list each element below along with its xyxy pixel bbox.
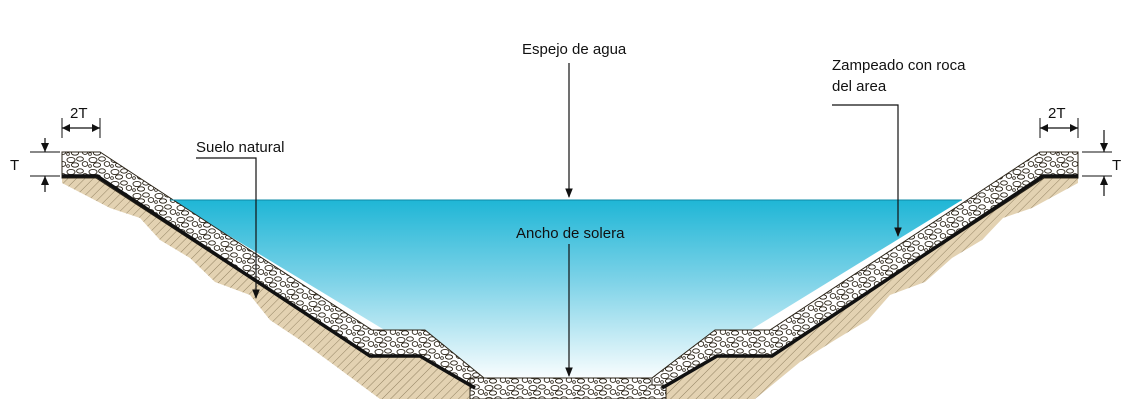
dim-t-left-group: [30, 138, 60, 192]
dim-2t-right-group: [1039, 118, 1079, 138]
label-dim-t-left: T: [10, 157, 19, 174]
rock-lining-bottom: [469, 377, 667, 399]
water-body: [170, 200, 962, 383]
label-ancho: Ancho de solera: [516, 225, 625, 242]
label-dim-t-right: T: [1112, 157, 1121, 174]
label-suelo: Suelo natural: [196, 139, 284, 156]
label-dim-2t-right: 2T: [1048, 105, 1066, 122]
label-zampeado-line2: del area: [832, 78, 887, 95]
dim-2t-left-group: [61, 118, 101, 138]
label-espejo: Espejo de agua: [522, 41, 627, 58]
dim-t-right-group: [1082, 130, 1112, 196]
label-zampeado-line1: Zampeado con roca: [832, 57, 966, 74]
label-dim-2t-left: 2T: [70, 105, 88, 122]
leader-zampeado: [832, 104, 902, 237]
lining-base-line-right: [661, 174, 1078, 390]
lining-base-line-left: [62, 174, 476, 390]
rock-lining-right: [651, 151, 1079, 386]
leader-suelo: [196, 157, 260, 299]
